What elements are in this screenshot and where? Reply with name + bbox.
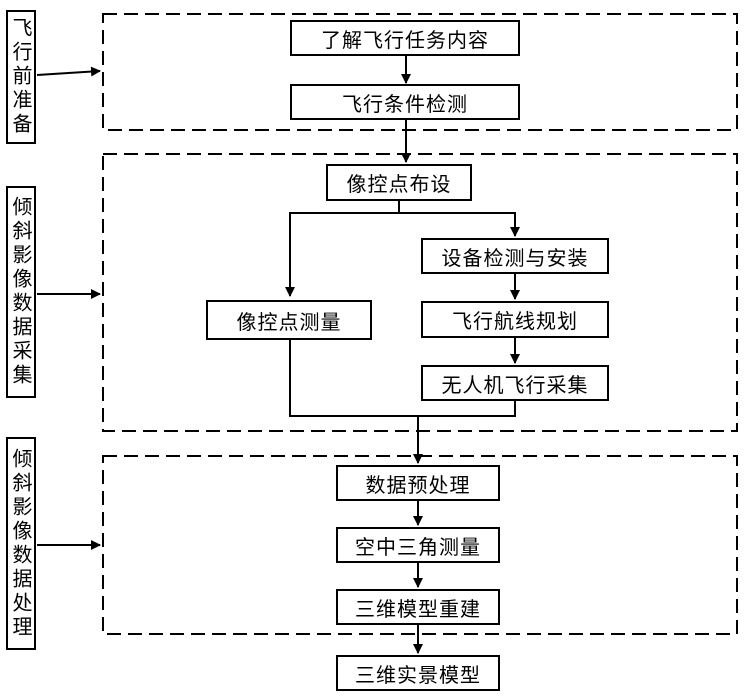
phase-label-text: 倾斜影像数据处理 bbox=[9, 447, 33, 640]
step-uav-capture: 无人机飞行采集 bbox=[421, 365, 609, 401]
phase-label-text: 倾斜影像数据采集 bbox=[9, 196, 33, 388]
step-gcp-layout: 像控点布设 bbox=[326, 164, 472, 201]
step-gcp-survey: 像控点测量 bbox=[206, 300, 372, 340]
phase-label-preparation: 飞行前准备 bbox=[6, 10, 36, 144]
phase-label-processing: 倾斜影像数据处理 bbox=[6, 437, 36, 650]
step-route-planning: 飞行航线规划 bbox=[421, 301, 609, 338]
step-understand-task: 了解飞行任务内容 bbox=[290, 20, 520, 56]
flow-branch-right bbox=[398, 201, 520, 237]
step-aerial-triangulation: 空中三角测量 bbox=[336, 527, 500, 563]
step-preprocessing: 数据预处理 bbox=[336, 465, 500, 501]
step-model-reconstruction: 三维模型重建 bbox=[336, 589, 500, 625]
phase-arrow-preparation bbox=[36, 66, 101, 77]
step-equipment-check: 设备检测与安装 bbox=[421, 238, 609, 274]
flow-merge bbox=[289, 340, 516, 417]
phase-frame-acquisition bbox=[102, 153, 738, 432]
step-realistic-model: 三维实景模型 bbox=[336, 655, 500, 691]
step-condition-check: 飞行条件检测 bbox=[290, 84, 520, 120]
phase-frame-preparation bbox=[102, 13, 738, 131]
phase-label-acquisition: 倾斜影像数据采集 bbox=[6, 186, 36, 398]
flow-branch-left bbox=[285, 201, 400, 297]
phase-label-text: 飞行前准备 bbox=[9, 17, 33, 137]
